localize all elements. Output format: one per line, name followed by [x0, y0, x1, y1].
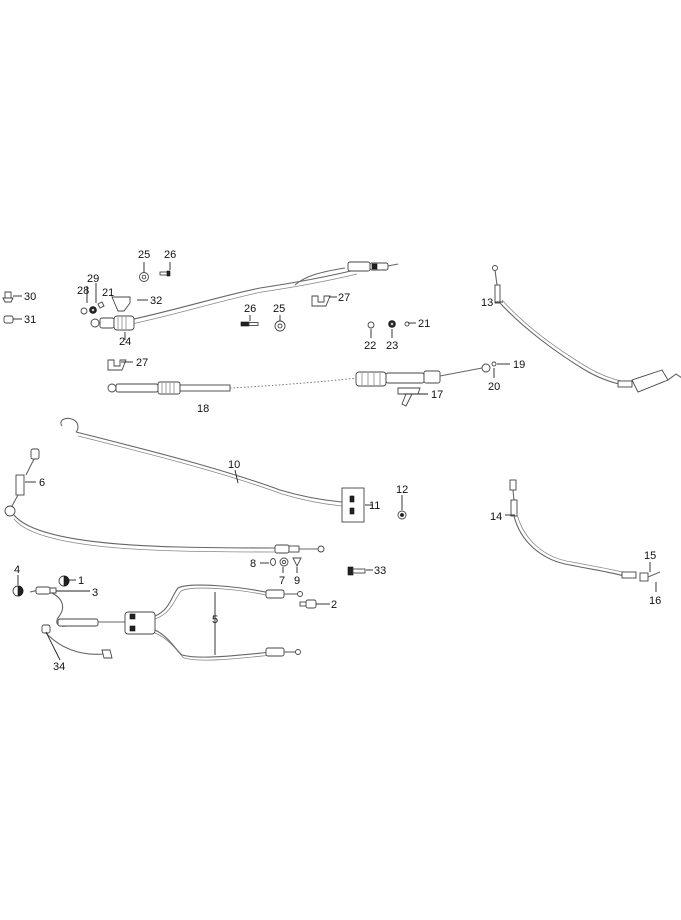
callout-6: 6	[39, 477, 45, 489]
cable-10	[60, 417, 407, 523]
callout-25: 25	[138, 249, 150, 261]
callout-13: 13	[481, 297, 493, 309]
callout-24: 24	[119, 336, 131, 348]
callout-8: 8	[250, 558, 256, 570]
callout-21: 21	[418, 318, 430, 330]
callout-17: 17	[431, 389, 443, 401]
cable-18	[107, 361, 497, 407]
callout-33: 33	[374, 565, 386, 577]
callout-1: 1	[78, 575, 84, 587]
callout-18: 18	[197, 403, 209, 415]
callout-5: 5	[212, 614, 218, 626]
leader-lines	[13, 262, 657, 661]
callout-26: 26	[244, 303, 256, 315]
cable-13	[492, 265, 681, 393]
callout-31: 31	[24, 314, 36, 326]
cable-assembly-5	[29, 584, 317, 661]
callout-20: 20	[488, 381, 500, 393]
callout-23: 23	[386, 340, 398, 352]
callout-25: 25	[273, 303, 285, 315]
callout-27: 27	[338, 292, 350, 304]
callout-labels: 25 26 29 28 21 32 24 26 25 27 27 30 31 2…	[14, 249, 661, 673]
callout-27: 27	[136, 357, 148, 369]
callout-15: 15	[644, 550, 656, 562]
callout-22: 22	[364, 340, 376, 352]
bolt-33	[347, 566, 366, 576]
callout-10: 10	[228, 459, 240, 471]
callout-2: 2	[331, 599, 337, 611]
callout-32: 32	[150, 295, 162, 307]
callout-29: 29	[87, 273, 99, 285]
callout-19: 19	[513, 359, 525, 371]
callout-21: 21	[102, 287, 114, 299]
callout-3: 3	[92, 587, 98, 599]
callout-7: 7	[279, 575, 285, 587]
cable-assembly-24	[90, 261, 399, 331]
callout-28: 28	[77, 285, 89, 297]
upper-hardware	[2, 270, 410, 371]
callout-30: 30	[24, 291, 36, 303]
parts-1-3-4	[12, 575, 70, 597]
callout-12: 12	[396, 484, 408, 496]
callout-34: 34	[53, 661, 65, 673]
cable-14	[509, 479, 661, 582]
part-34	[41, 624, 113, 659]
callout-16: 16	[649, 595, 661, 607]
small-parts-7-8-9	[270, 557, 302, 568]
callout-4: 4	[14, 564, 20, 576]
callout-14: 14	[490, 511, 502, 523]
callout-9: 9	[294, 575, 300, 587]
callout-26: 26	[164, 249, 176, 261]
cable-6	[4, 448, 325, 554]
callout-11: 11	[369, 500, 380, 512]
